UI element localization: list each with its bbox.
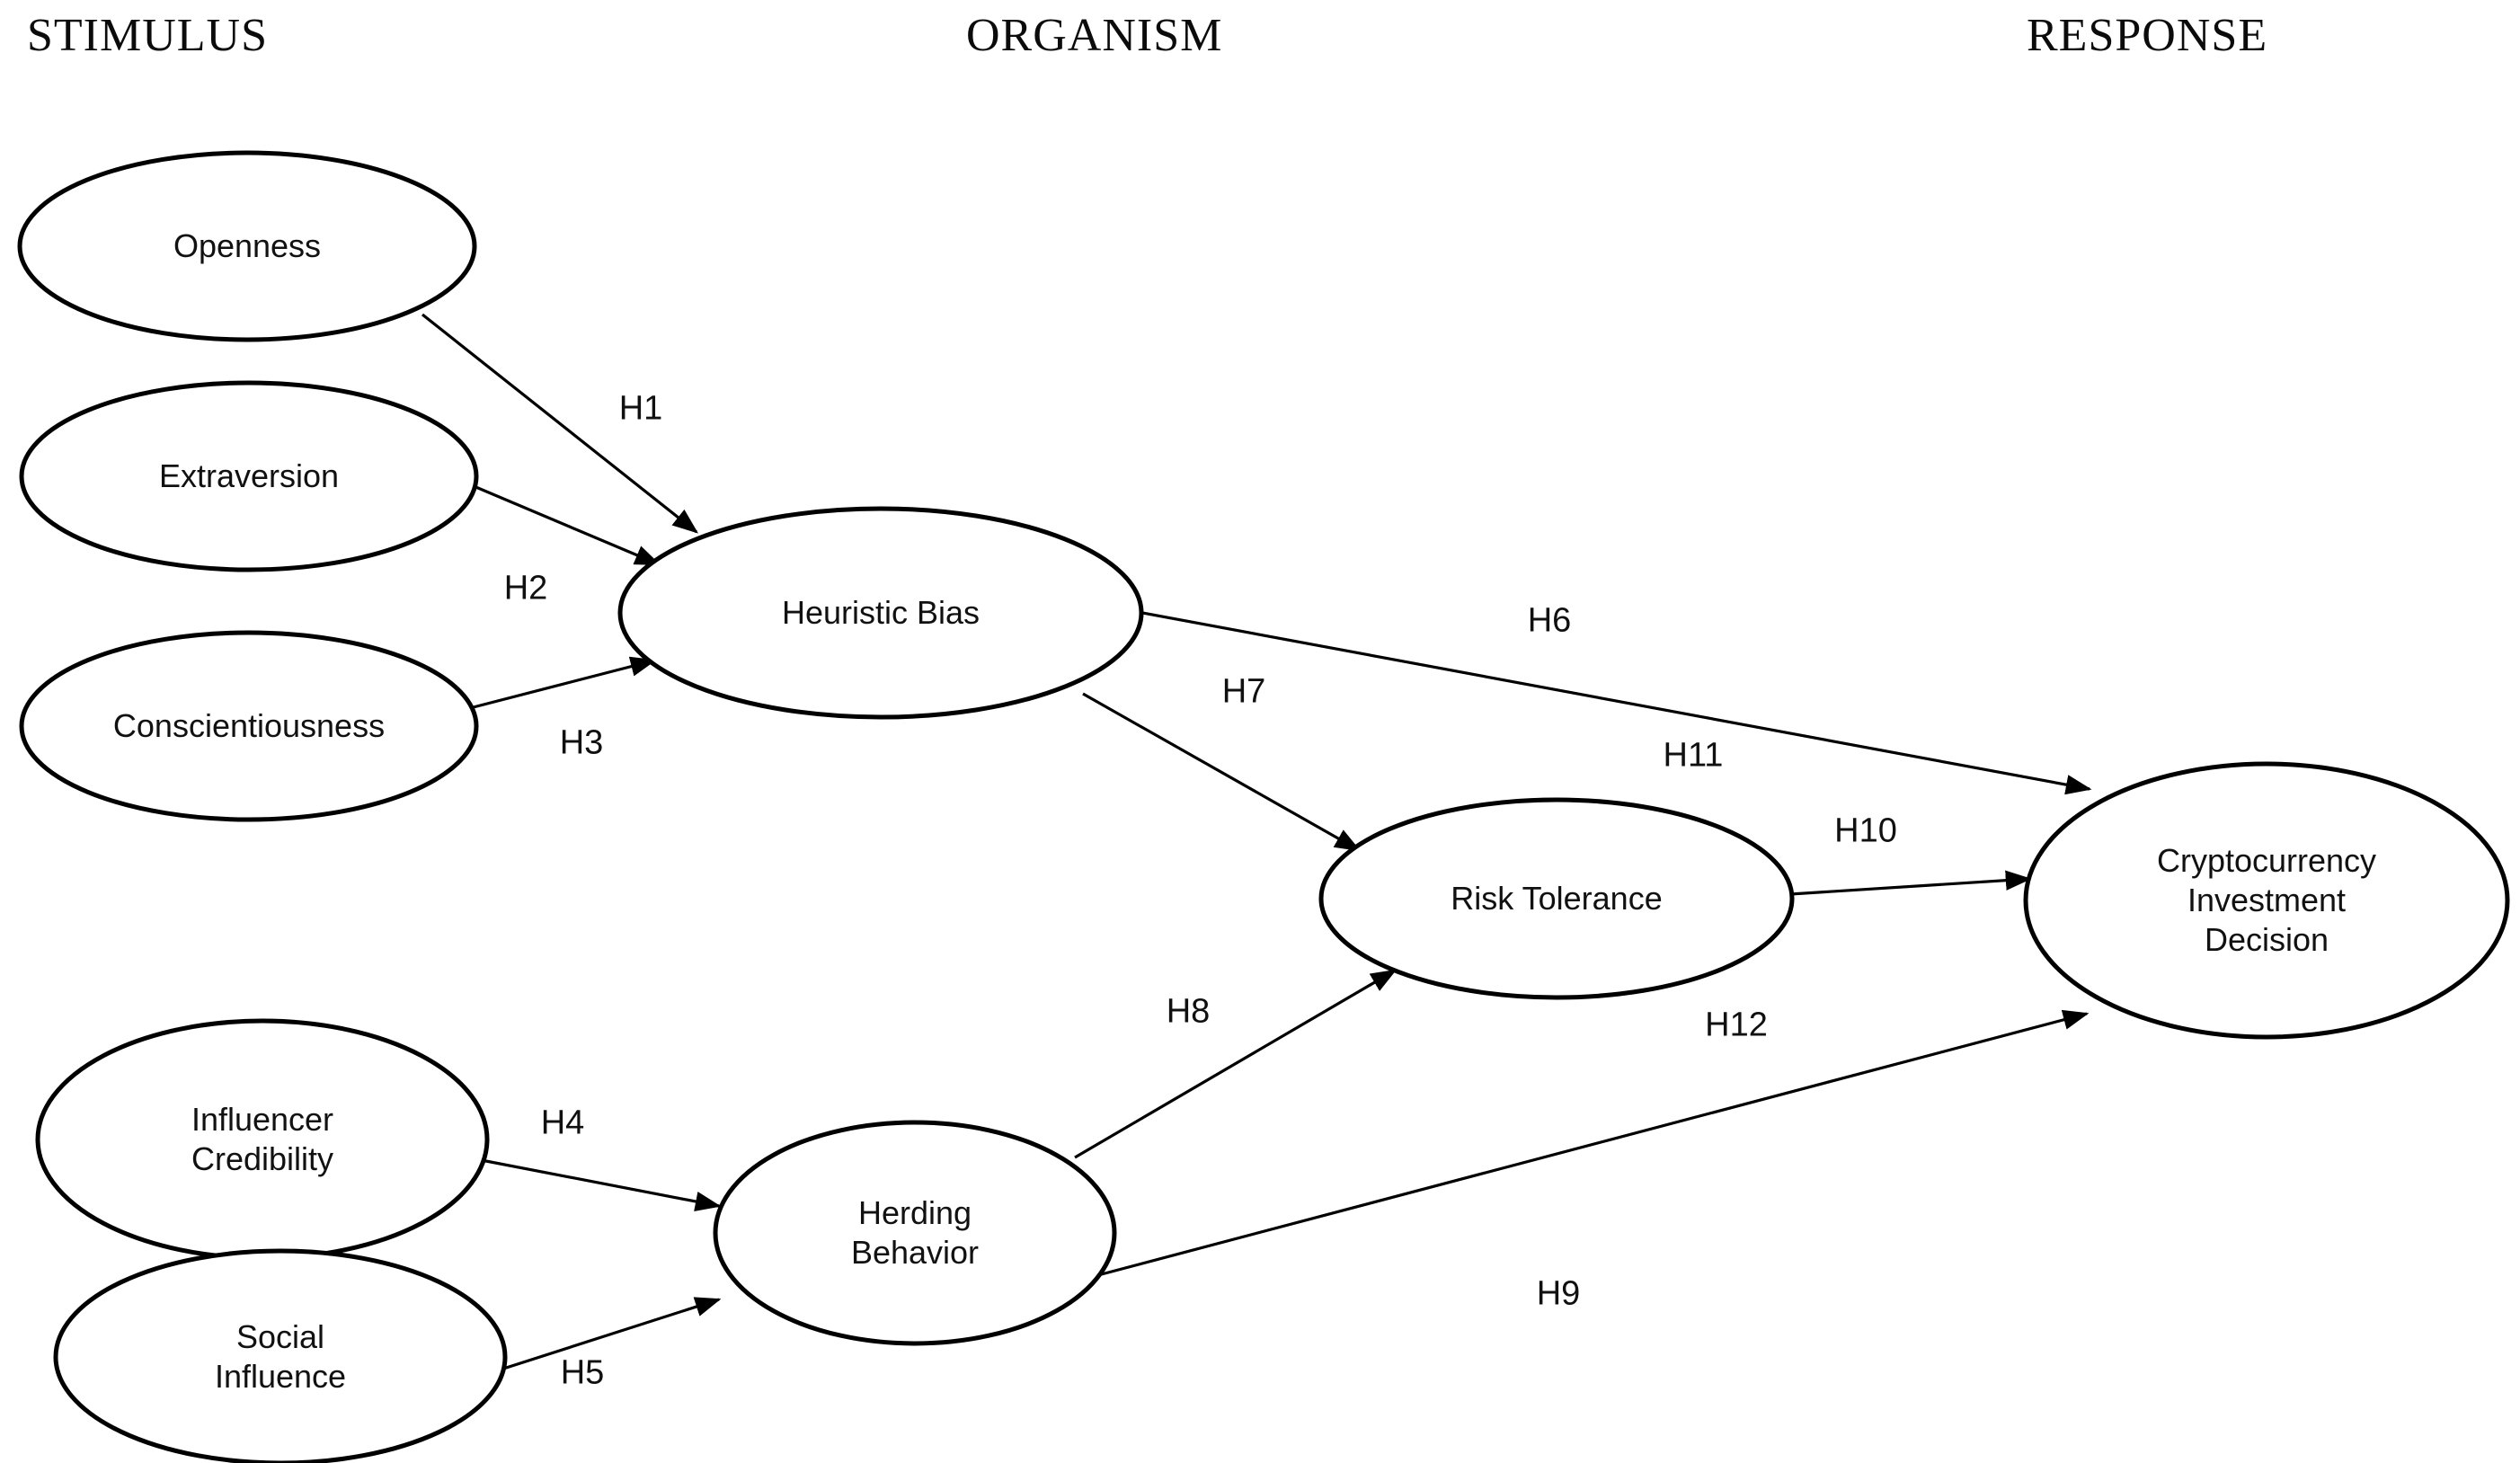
edge-h4 (466, 1156, 722, 1212)
edge-h9 (1094, 1009, 2090, 1278)
edge-label-h11: H11 (1663, 736, 1724, 775)
column-header-stimulus: STIMULUS (27, 10, 269, 61)
edge-h5 (500, 1297, 722, 1371)
edge-h8 (1074, 969, 1398, 1159)
edge-label-h6: H6 (1527, 601, 1572, 640)
edge-h1 (421, 313, 699, 534)
edge-label-h1: H1 (618, 389, 663, 428)
edge-label-h3: H3 (559, 723, 604, 762)
edges-group (421, 313, 2092, 1371)
edge-h10 (1789, 870, 2032, 896)
edge-label-h5: H5 (560, 1353, 605, 1392)
edge-label-h4: H4 (540, 1104, 585, 1142)
node-ellipse-risk-tolerance[interactable] (1318, 797, 1795, 1000)
edge-label-h2: H2 (503, 569, 548, 607)
edge-label-h8: H8 (1166, 992, 1211, 1031)
edge-label-h9: H9 (1536, 1274, 1581, 1313)
node-ellipse-herding-behavior[interactable] (713, 1120, 1117, 1346)
node-ellipse-openness[interactable] (17, 150, 477, 342)
column-header-response: RESPONSE (2027, 10, 2268, 61)
edge-label-h12: H12 (1705, 1006, 1768, 1044)
edge-h2 (466, 482, 661, 566)
edge-h6 (1122, 607, 2092, 795)
node-ellipse-conscientiousness[interactable] (19, 630, 479, 822)
node-ellipse-extraversion[interactable] (19, 380, 479, 572)
node-ellipse-crypto-decision[interactable] (2023, 761, 2510, 1040)
node-ellipse-social-influence[interactable] (53, 1248, 508, 1463)
node-ellipse-heuristic-bias[interactable] (617, 506, 1144, 720)
edge-h3 (462, 656, 657, 712)
column-header-organism: ORGANISM (966, 10, 1223, 61)
nodes-group (17, 150, 2510, 1463)
edge-label-h10: H10 (1834, 811, 1897, 850)
node-ellipse-influencer-credibility[interactable] (35, 1018, 490, 1261)
edge-h7 (1082, 692, 1362, 852)
edge-label-h7: H7 (1221, 672, 1266, 711)
